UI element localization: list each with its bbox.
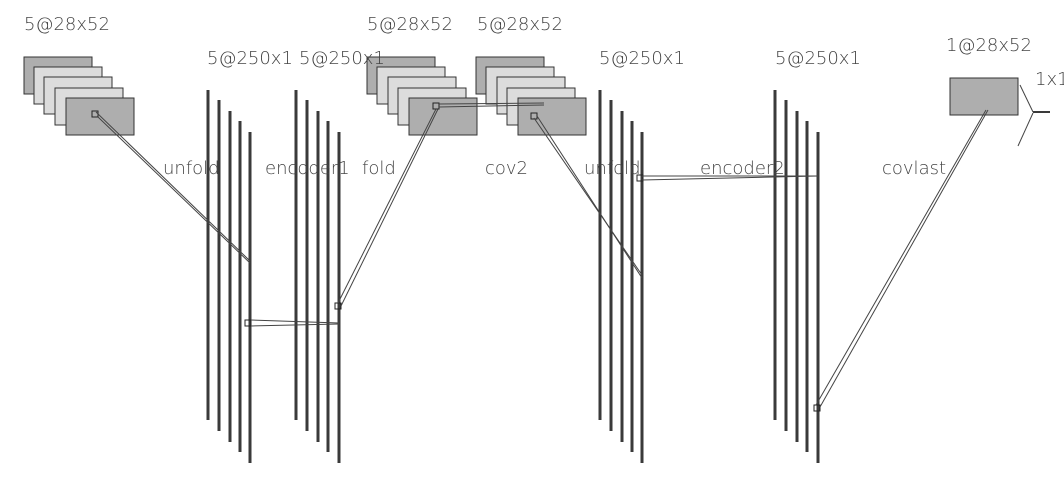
encoder2-label: encoder2	[700, 158, 785, 179]
output-edge-top	[1019, 84, 1034, 113]
fc-layer-unfold1	[206, 90, 252, 463]
fc1-shape-label: 5@250x1	[207, 48, 293, 69]
conn-fc2-fc3-b	[641, 175, 819, 181]
fold-shape-label: 5@28x52	[367, 14, 453, 35]
cov2-feature-maps	[475, 56, 587, 136]
conn-fc1b-fold-b	[340, 108, 439, 307]
connections	[95, 102, 989, 408]
covlast-label: covlast	[882, 158, 946, 179]
fc3-shape-label: 5@250x1	[775, 48, 861, 69]
fc-layer-encoder2	[773, 90, 821, 463]
fc-layer-unfold2	[598, 90, 644, 463]
cov2-label: cov2	[485, 158, 528, 179]
fc1b-shape-label: 5@250x1	[299, 48, 385, 69]
fc1-kernel-box	[244, 319, 252, 327]
unfold2-label: unfold	[584, 158, 641, 179]
output-shape-label: 1@28x52	[946, 35, 1032, 56]
output-edge-bottom	[1017, 112, 1034, 147]
input-shape-label: 5@28x52	[24, 14, 110, 35]
cov2-shape-label: 5@28x52	[477, 14, 563, 35]
conn-fc1-fc1b-a	[250, 319, 340, 324]
kernel-shape-label: 1x1	[1035, 69, 1064, 90]
conn-fold-cov2-a	[438, 102, 545, 105]
conn-input-fc1-a	[95, 111, 251, 262]
conn-fc1b-fold-a	[337, 108, 437, 304]
conn-fold-cov2-b	[438, 104, 545, 108]
input-feature-maps	[23, 56, 135, 136]
conn-cov2-fc2-b	[536, 115, 643, 279]
conn-fc3-out-a	[815, 109, 987, 406]
conn-cov2-fc2-a	[533, 117, 643, 276]
output-map	[949, 77, 1019, 116]
fc3-kernel-box	[813, 404, 821, 412]
conn-fc3-out-b	[819, 109, 989, 408]
fold-feature-maps	[366, 56, 478, 136]
fc-layer-encoder1	[294, 90, 342, 463]
conn-fc1-fc1b-b	[250, 323, 340, 327]
fold-label: fold	[362, 158, 396, 179]
fc2-kernel-box	[636, 174, 644, 182]
output-feature-map	[949, 77, 1050, 147]
labels: 5@28x52 5@250x1 5@250x1 5@28x52 5@28x52 …	[24, 14, 1064, 179]
conn-input-fc1-b	[97, 116, 251, 264]
encoder1-label: encoder1	[265, 158, 350, 179]
cov2-map-5	[517, 97, 587, 136]
fc2-shape-label: 5@250x1	[599, 48, 685, 69]
unfold1-label: unfold	[163, 158, 220, 179]
